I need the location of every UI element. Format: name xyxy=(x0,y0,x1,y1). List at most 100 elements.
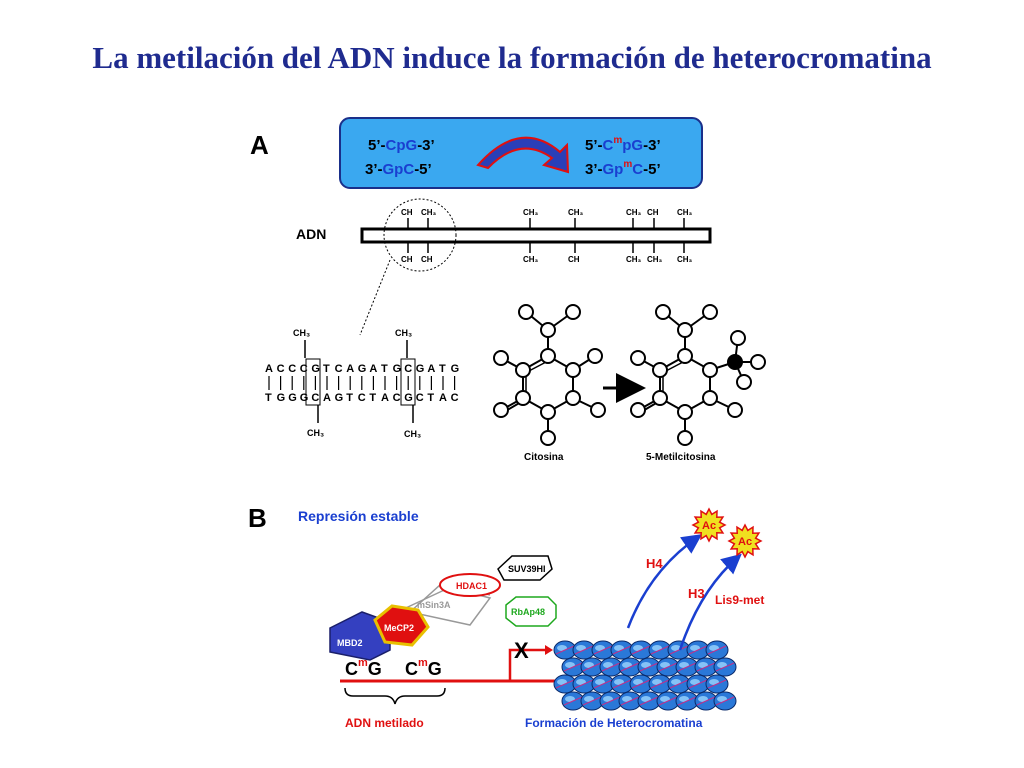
seq-top-2: C xyxy=(288,363,296,375)
seq-top-1: C xyxy=(277,363,285,375)
seq-top-8: G xyxy=(358,363,367,375)
suv39hi-shape xyxy=(497,555,553,581)
acetyl-star-2: Ac xyxy=(727,523,763,559)
methyl-bottom-4: CH₃ xyxy=(626,255,642,264)
seq-bottom-8: C xyxy=(358,392,366,404)
seq-bottom-11: C xyxy=(393,392,401,404)
metilcitosina-label: 5-Metilcitosina xyxy=(646,452,716,463)
seq-bottom-13: C xyxy=(416,392,424,404)
seq-bottom-9: T xyxy=(369,392,376,404)
seq-top-4: G xyxy=(311,363,320,375)
seq-top-15: T xyxy=(439,363,446,375)
seq-top-11: G xyxy=(393,363,402,375)
cpg-site-box-2 xyxy=(400,358,416,406)
rbap48-label: RbAp48 xyxy=(511,607,545,617)
svg-text:3’-GpmC-5’: 3’-GpmC-5’ xyxy=(585,159,661,178)
mecp2-label: MeCP2 xyxy=(384,623,414,633)
seq-top-10: T xyxy=(381,363,388,375)
rbap48-shape xyxy=(505,596,557,627)
page-title: La metilación del ADN induce la formació… xyxy=(92,40,932,75)
seq-top-7: A xyxy=(346,363,354,375)
formacion-label: Formación de Heterocromatina xyxy=(525,716,703,730)
heterochromatin-cluster xyxy=(553,640,737,711)
lis9-label: Lis9-met xyxy=(715,593,764,607)
methyl-top-5: CH xyxy=(647,208,659,217)
cpg-right-text: 5’-CmpG-3’ 3’-GpmC-5’ xyxy=(585,135,661,178)
cpg-site-box-1 xyxy=(305,358,321,406)
ch3-bottom-2: CH₃ xyxy=(404,429,421,439)
seq-top-13: G xyxy=(416,363,425,375)
seq-top-5: T xyxy=(323,363,330,375)
h4-label: H4 xyxy=(646,556,663,571)
ac-label: Ac xyxy=(738,536,752,548)
methyl-bottom-5: CH₃ xyxy=(647,255,663,264)
methyl-top-6: CH₃ xyxy=(677,208,693,217)
methyl-top-4: CH₃ xyxy=(626,208,642,217)
methyl-bottom-1: CH xyxy=(421,255,433,264)
citosina-label: Citosina xyxy=(524,452,564,463)
cmg-label-2: CmG xyxy=(405,657,442,679)
methyl-top-2: CH₃ xyxy=(523,208,539,217)
seq-bottom-12: G xyxy=(404,392,413,404)
msin3a-label: mSin3A xyxy=(417,600,451,610)
seq-bottom-7: T xyxy=(346,392,353,404)
seq-bottom-6: G xyxy=(335,392,344,404)
methyl-bottom-2: CH₃ xyxy=(523,255,539,264)
seq-bottom-5: A xyxy=(323,392,331,404)
seq-top-9: A xyxy=(369,363,377,375)
seq-bottom-0: T xyxy=(265,392,272,404)
seq-bottom-2: G xyxy=(288,392,297,404)
h3-arrow xyxy=(678,553,742,651)
seq-top-12: C xyxy=(404,363,412,375)
zoom-line xyxy=(359,259,391,336)
cpg-left-text: 5’-CpG-3’ 3’-GpC-5’ xyxy=(365,137,435,178)
seq-top-14: A xyxy=(427,363,435,375)
methyl-bottom-3: CH xyxy=(568,255,580,264)
adn-label: ADN xyxy=(296,226,326,242)
ch3-top-2: CH₃ xyxy=(395,328,412,338)
seq-bottom-4: C xyxy=(311,392,319,404)
curved-arrow-icon xyxy=(476,136,570,174)
methylcytosine-molecule xyxy=(630,304,766,446)
seq-bottom-15: A xyxy=(439,392,447,404)
methyl-bottom-6: CH₃ xyxy=(677,255,693,264)
mbd2-label: MBD2 xyxy=(337,638,363,648)
ac-label: Ac xyxy=(702,520,716,532)
acetyl-star-1: Ac xyxy=(691,507,727,543)
h4-arrow xyxy=(626,534,703,629)
cmg-label-1: CmG xyxy=(345,657,382,679)
methyl-bottom-0: CH xyxy=(401,255,413,264)
zoom-circle xyxy=(383,198,457,272)
promoter-arrow xyxy=(508,648,545,681)
suv39hi-label: SUV39HI xyxy=(508,564,546,574)
mecp2-shape xyxy=(373,604,430,647)
represion-label: Represión estable xyxy=(298,508,419,524)
cpg-box xyxy=(339,117,703,189)
methyl-top-1: CH₃ xyxy=(421,208,437,217)
seq-bottom-16: C xyxy=(451,392,459,404)
svg-text:5’-CmpG-3’: 5’-CmpG-3’ xyxy=(585,135,661,154)
x-mark: X xyxy=(514,638,529,663)
panel-a-label: A xyxy=(250,130,269,160)
ch3-bottom-1: CH₃ xyxy=(307,428,324,438)
adn-metilado-label: ADN metilado xyxy=(345,716,424,730)
ch3-top-1: CH₃ xyxy=(293,328,310,338)
hdac1-label: HDAC1 xyxy=(456,581,487,591)
dna-bar xyxy=(360,227,712,244)
seq-bottom-10: A xyxy=(381,392,389,404)
seq-top-6: C xyxy=(335,363,343,375)
seq-top-16: G xyxy=(451,363,460,375)
cytosine-molecule xyxy=(493,304,606,446)
mbd2-shape xyxy=(329,611,391,661)
seq-top-0: A xyxy=(265,363,273,375)
h3-label: H3 xyxy=(688,586,705,601)
methyl-top-3: CH₃ xyxy=(568,208,584,217)
brace xyxy=(344,687,446,705)
seq-top-3: C xyxy=(300,363,308,375)
seq-bottom-14: T xyxy=(427,392,434,404)
svg-text:5’-CpG-3’: 5’-CpG-3’ xyxy=(368,137,435,154)
panel-b-label: B xyxy=(248,503,267,533)
